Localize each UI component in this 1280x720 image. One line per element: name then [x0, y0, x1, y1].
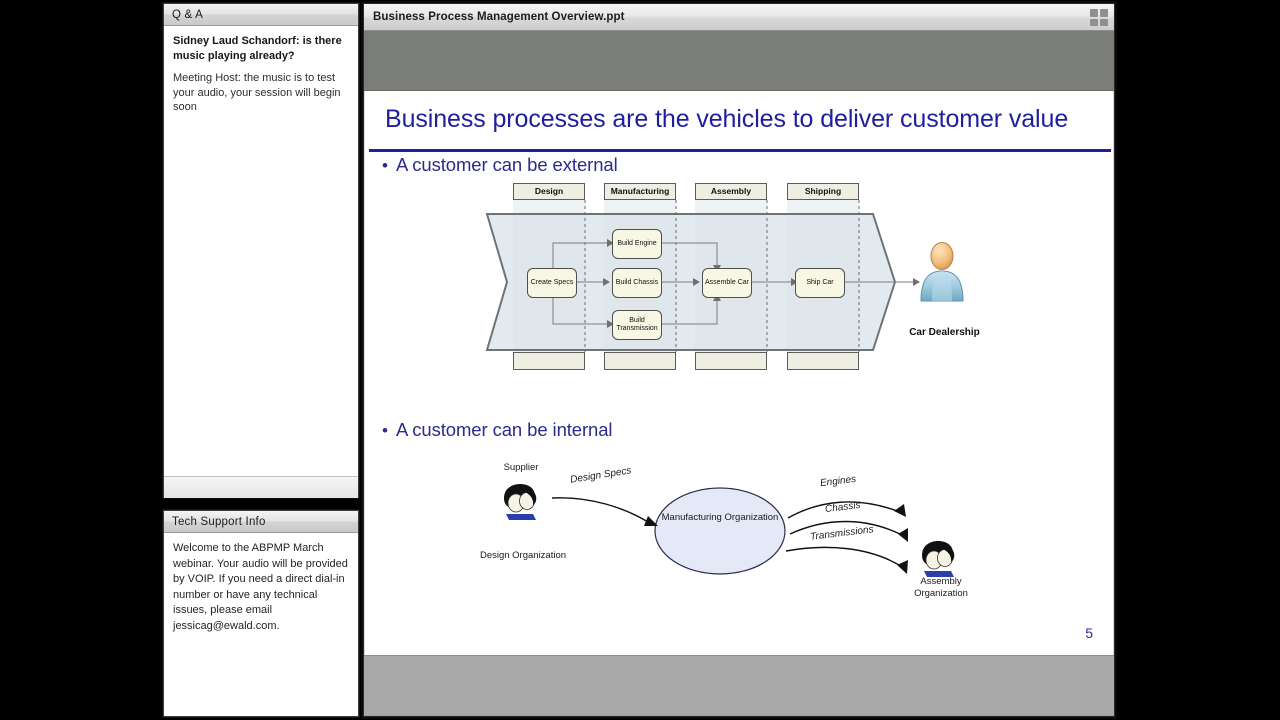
external-customer-diagram: Design Manufacturing Assembly Shipping [485, 183, 1005, 370]
supplier-people-icon [504, 484, 537, 520]
expand-fullscreen-icon[interactable] [1090, 9, 1108, 26]
lane-footer-shipping [787, 352, 859, 370]
slide-canvas: Business processes are the vehicles to d… [364, 91, 1114, 655]
tech-support-panel-header: Tech Support Info [164, 511, 358, 533]
title-underline-rule [369, 149, 1111, 152]
qa-panel-footer [164, 476, 358, 498]
process-box-build-engine[interactable]: Build Engine [612, 229, 662, 259]
lane-header-assembly: Assembly [695, 183, 767, 200]
tech-support-panel-title: Tech Support Info [172, 515, 266, 528]
arrow-design-specs [551, 497, 649, 523]
bullet-item-internal: • A customer can be internal [382, 419, 613, 441]
customer-label: Car Dealership [909, 327, 980, 338]
process-box-assemble-car[interactable]: Assemble Car [702, 268, 752, 298]
lane-header-shipping: Shipping [787, 183, 859, 200]
lane-footer-assembly [695, 352, 767, 370]
arrow-transmissions [785, 546, 905, 569]
lane-footer-design [513, 352, 585, 370]
internal-customer-diagram: Supplier Design Organization Manufacturi… [480, 456, 1080, 601]
process-box-build-transmission[interactable]: Build Transmission [612, 310, 662, 340]
lane-header-design: Design [513, 183, 585, 200]
bullet-marker-icon: • [382, 421, 388, 440]
internal-flow-graphic [504, 484, 955, 577]
viewer-title: Business Process Management Overview.ppt [373, 11, 625, 23]
supplier-org-label: Design Organization [479, 550, 567, 561]
qa-message: Meeting Host: the music is to test your … [173, 72, 341, 113]
bullet-label: A customer can be internal [396, 419, 613, 440]
process-box-create-specs[interactable]: Create Specs [527, 268, 577, 298]
viewer-bottom-band [364, 655, 1114, 715]
qa-panel: Q & A Sidney Laud Schandorf: is there mu… [163, 3, 359, 498]
bullet-marker-icon: • [382, 156, 388, 175]
slide-page-number: 5 [1085, 625, 1093, 641]
qa-message: Sidney Laud Schandorf: is there music pl… [173, 35, 342, 62]
fullscreen-corner-tr [1100, 9, 1108, 17]
process-box-ship-car[interactable]: Ship Car [795, 268, 845, 298]
viewer-top-band [364, 31, 1114, 91]
slide-title: Business processes are the vehicles to d… [385, 105, 1069, 133]
qa-panel-header: Q & A [164, 4, 358, 26]
fullscreen-corner-br [1100, 18, 1108, 26]
bullet-item-external: • A customer can be external [382, 154, 618, 176]
supplier-caption: Supplier [503, 462, 539, 473]
fullscreen-corner-bl [1090, 18, 1098, 26]
qa-panel-title: Q & A [172, 8, 204, 21]
center-node-label: Manufacturing Organization [661, 512, 779, 523]
lane-header-manufacturing: Manufacturing [604, 183, 676, 200]
arrow-engines [787, 501, 901, 519]
process-box-build-chassis[interactable]: Build Chassis [612, 268, 662, 298]
customer-person-icon [920, 242, 964, 302]
bullet-label: A customer can be external [396, 154, 618, 175]
fullscreen-corner-tl [1090, 9, 1098, 17]
viewer-titlebar: Business Process Management Overview.ppt [364, 4, 1114, 31]
presentation-viewer: Business Process Management Overview.ppt… [363, 3, 1115, 717]
assembly-people-icon [922, 541, 955, 577]
tech-support-panel: Tech Support Info Welcome to the ABPMP M… [163, 510, 359, 717]
arrow-chassis [789, 520, 905, 537]
tech-support-body: Welcome to the ABPMP March webinar. Your… [164, 533, 358, 716]
lane-footer-manufacturing [604, 352, 676, 370]
customer-org-label: Assembly Organization [914, 576, 968, 599]
tech-support-text: Welcome to the ABPMP March webinar. Your… [173, 542, 348, 632]
qa-message-list[interactable]: Sidney Laud Schandorf: is there music pl… [164, 26, 358, 476]
